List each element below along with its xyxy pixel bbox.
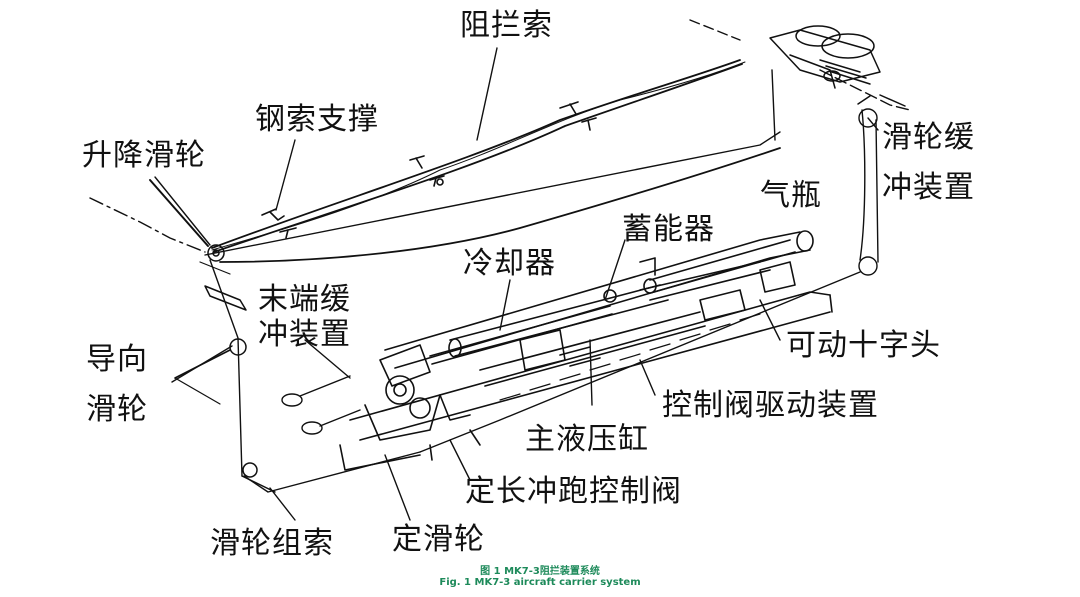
- label-sheave-cable: 滑轮组索: [210, 526, 334, 561]
- label-cooler: 冷却器: [463, 246, 556, 281]
- label-end-damper-line2: 冲装置: [258, 317, 351, 352]
- arresting-cable: [211, 59, 781, 263]
- sheave-cable-loop: [243, 375, 421, 493]
- label-main-cylinder: 主液压缸: [525, 422, 649, 457]
- label-lifting-sheave: 升降滑轮: [82, 138, 206, 173]
- label-control-valve-drive: 控制阀驱动装置: [662, 388, 879, 423]
- guide-sheave: [174, 285, 258, 478]
- leader-lines: [154, 47, 879, 521]
- sheave-damper-assembly: [769, 25, 906, 107]
- label-gas-cylinder: 气瓶: [760, 178, 822, 213]
- label-cable-support: 钢索支撑: [255, 102, 379, 137]
- label-fixed-length-valve: 定长冲跑控制阀: [465, 474, 682, 509]
- lifting-sheave: [149, 179, 225, 262]
- label-sheave-damper-line1: 滑轮缓: [882, 120, 975, 155]
- figure-caption-en: Fig. 1 MK7-3 aircraft carrier system: [439, 577, 641, 588]
- machinery-body: [339, 230, 833, 471]
- cable-support: [261, 101, 597, 239]
- label-movable-crosshead: 可动十字头: [786, 328, 941, 363]
- label-sheave-damper-line2: 冲装置: [882, 170, 975, 205]
- label-arresting-cable: 阻拦索: [460, 8, 553, 43]
- label-fixed-sheave: 定滑轮: [392, 522, 485, 557]
- label-guide-sheave-line2: 滑轮: [86, 392, 148, 427]
- label-accumulator: 蓄能器: [622, 212, 715, 247]
- right-cable-path: [419, 108, 879, 453]
- deck-edge-line: [89, 19, 911, 275]
- figure-caption-zh: 图 1 MK7-3阻拦装置系统: [480, 566, 600, 577]
- label-guide-sheave-line1: 导向: [86, 342, 148, 377]
- frame-top-edge: [204, 69, 781, 256]
- label-end-damper-line1: 末端缓: [258, 282, 351, 317]
